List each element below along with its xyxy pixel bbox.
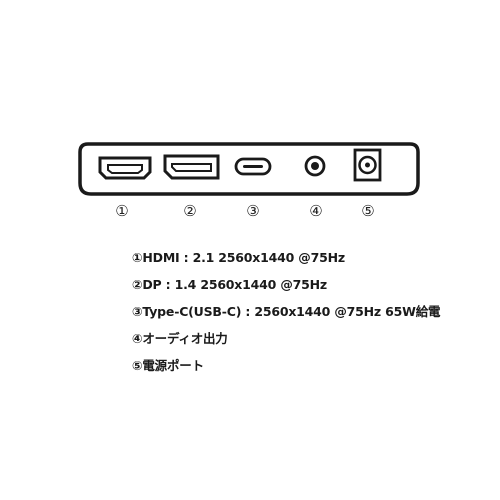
spec-displayport: ②DP : 1.4 2560x1440 @75Hz <box>132 277 327 292</box>
port-spec-list: ①HDMI : 2.1 2560x1440 @75Hz ②DP : 1.4 25… <box>132 248 440 383</box>
usb-c-port-icon <box>234 157 272 176</box>
port-number-4: ④ <box>309 202 323 220</box>
dc-power-port-icon <box>353 148 382 182</box>
displayport-icon <box>163 154 220 180</box>
hdmi-port-icon <box>98 156 152 180</box>
port-number-3: ③ <box>246 202 260 220</box>
spec-usb-c: ③Type-C(USB-C) : 2560x1440 @75Hz 65W給電 <box>132 304 441 319</box>
spec-audio-output: ④オーディオ出力 <box>132 331 228 346</box>
port-panel <box>78 142 420 196</box>
spec-hdmi: ①HDMI : 2.1 2560x1440 @75Hz <box>132 250 345 265</box>
panel-outline <box>78 142 420 196</box>
port-number-5: ⑤ <box>361 202 375 220</box>
spec-power-port: ⑤電源ポート <box>132 358 204 373</box>
port-number-2: ② <box>183 202 197 220</box>
port-panel-diagram: ① ② ③ ④ ⑤ <box>0 0 500 230</box>
port-number-1: ① <box>115 202 129 220</box>
audio-jack-icon <box>304 155 326 177</box>
